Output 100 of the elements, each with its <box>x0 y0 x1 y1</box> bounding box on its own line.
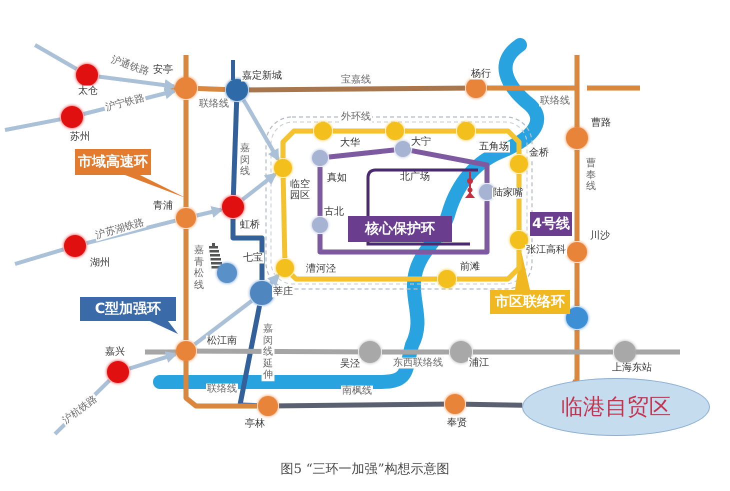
station-label: 亭林 <box>244 418 266 430</box>
track-line <box>86 218 176 246</box>
track-line <box>184 100 188 207</box>
station-circle <box>510 231 528 249</box>
station-circle <box>386 122 404 140</box>
station-circle <box>76 64 98 86</box>
edge-label: 曹奉线 <box>584 158 598 192</box>
station-circle <box>250 281 274 305</box>
arrow <box>98 74 176 92</box>
track-line <box>184 229 188 340</box>
station-circle <box>614 341 636 363</box>
station-label: 莘庄 <box>272 286 294 298</box>
station-label: 杨行 <box>470 68 492 80</box>
edge-label: 联络线 <box>539 96 571 106</box>
edge-label: 嘉青松线 <box>192 245 206 291</box>
track-line <box>405 128 456 134</box>
track-line <box>574 263 580 306</box>
edge-label: 沪苏湖铁路 <box>94 216 146 242</box>
station-circle <box>466 78 486 98</box>
station-circle <box>258 396 278 416</box>
track-line <box>318 201 490 254</box>
station-label: 曹路 <box>590 118 612 128</box>
station-label: 七宝 <box>242 252 264 264</box>
ring-label-box: 核心保护环 <box>348 216 452 242</box>
station-label: 嘉兴 <box>104 346 126 358</box>
station-circle <box>445 394 465 414</box>
station-circle <box>222 196 244 218</box>
station-circle <box>567 242 587 262</box>
track-line <box>476 128 522 154</box>
station-label: 奉贤 <box>446 418 468 428</box>
station-label: 湖州 <box>89 258 111 268</box>
station-label: 陆家嘴 <box>492 188 524 198</box>
station-label: 川沙 <box>589 230 611 242</box>
arrow <box>241 172 277 202</box>
track-line <box>34 43 78 71</box>
station-label: 金桥 <box>528 148 550 158</box>
station-label: 北广场 <box>399 172 431 182</box>
station-label: 浦江 <box>468 358 490 368</box>
station-label: 张江高科 <box>525 244 567 256</box>
station-label: 吴泾 <box>339 358 361 370</box>
station-circle <box>64 235 86 257</box>
station-label: 安亭 <box>152 64 174 76</box>
station-label: 大宁 <box>410 136 432 148</box>
ring-label-box: 市域高速环 <box>75 149 151 175</box>
track-line <box>230 219 264 280</box>
station-circle <box>566 307 588 329</box>
station-label: 真如 <box>326 172 348 184</box>
track-line <box>248 86 466 92</box>
line-name: 外环线 <box>340 112 372 122</box>
station-label: 大华 <box>339 138 361 148</box>
station-circle <box>107 361 129 383</box>
track-line <box>198 86 226 92</box>
edge-label: 宝嘉线 <box>340 74 372 86</box>
track-line <box>466 402 522 408</box>
station-label: 古北 <box>323 206 345 218</box>
station-label: 前滩 <box>459 262 481 272</box>
station-circle <box>217 263 237 283</box>
station-label: 太仓 <box>77 86 99 96</box>
track-line <box>196 348 358 354</box>
station-label: 苏州 <box>69 132 91 142</box>
track-line <box>328 148 394 160</box>
station-circle <box>359 341 381 363</box>
track-line <box>333 128 385 134</box>
track-line <box>280 128 313 158</box>
track-line <box>473 350 613 354</box>
track-line <box>457 250 522 282</box>
edge-label: 沪宁铁路 <box>103 92 147 114</box>
station-circle <box>176 341 196 361</box>
track-line <box>280 178 288 258</box>
arrow <box>242 99 280 162</box>
track-line <box>318 167 322 216</box>
station-label: 青浦 <box>152 200 174 212</box>
station-circle <box>276 259 294 277</box>
caption: 图5 “三环一加强”构想示意图 <box>280 462 450 478</box>
station-circle <box>479 184 495 200</box>
station-label: 松江南 <box>206 336 238 346</box>
edge-label: 嘉闵线 <box>238 142 252 178</box>
station-circle <box>395 141 411 157</box>
track-line <box>193 299 253 346</box>
track-line <box>290 273 437 282</box>
station-circle <box>175 77 197 99</box>
edge-label: 联络线 <box>198 98 230 110</box>
arrow <box>128 351 178 370</box>
track-line <box>230 102 240 196</box>
track-line <box>14 247 64 266</box>
edge-label: 东西联络线 <box>392 358 444 368</box>
station-circle <box>312 217 328 233</box>
station-label: 漕河泾 <box>305 264 337 274</box>
arrow <box>196 206 224 218</box>
station-label: 嘉定新城 <box>241 70 283 82</box>
station-circle <box>510 155 528 173</box>
station-label: 五角场 <box>478 142 510 152</box>
track-line <box>516 174 522 230</box>
station-circle <box>438 270 456 288</box>
track-line <box>278 402 444 408</box>
station-label: 上海东站 <box>611 362 653 374</box>
station-label: 虹桥 <box>239 220 261 230</box>
line-name: 南枫线 <box>341 386 373 396</box>
station-circle <box>312 150 328 166</box>
zone-ellipse: 临港自贸区 <box>522 378 710 436</box>
